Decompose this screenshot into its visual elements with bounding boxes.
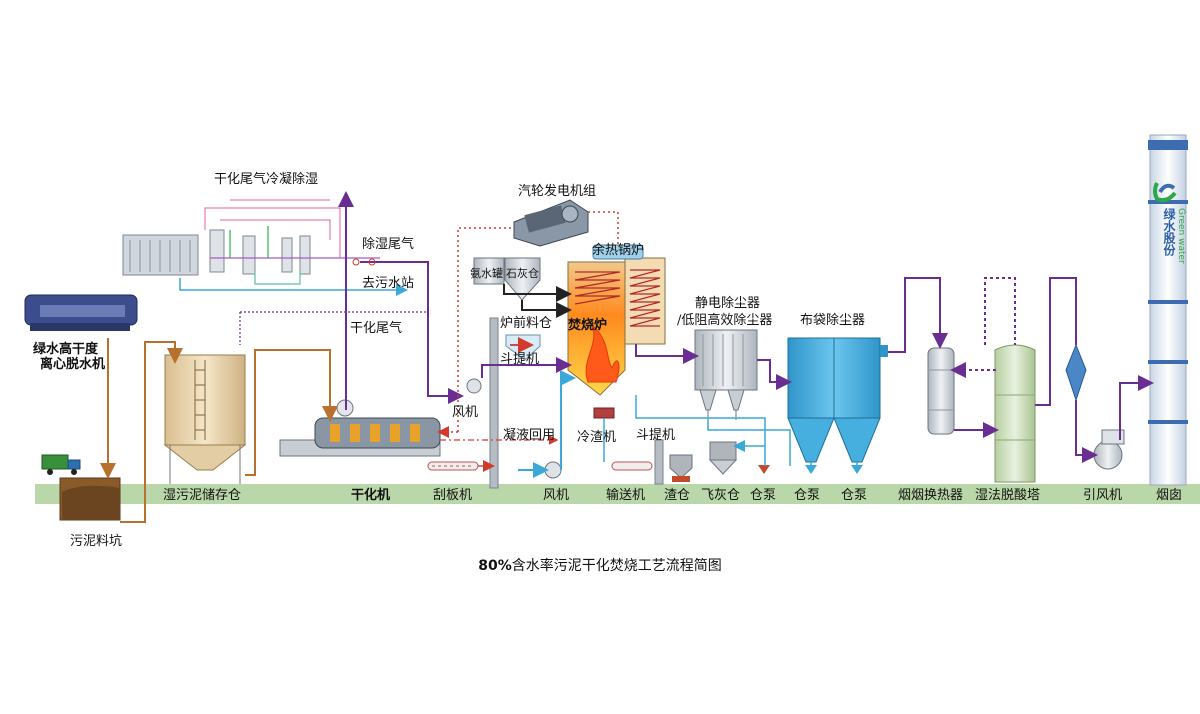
ground-label-pump-1: 仓泵 bbox=[750, 488, 777, 503]
slag-bin bbox=[669, 454, 693, 482]
pump-1 bbox=[758, 465, 770, 474]
valve-icon bbox=[368, 258, 376, 266]
sludge-pit bbox=[59, 477, 121, 521]
electrostatic-precipitator bbox=[694, 329, 758, 420]
bag-filter bbox=[787, 337, 888, 463]
ground-label-storage: 湿污泥储存仓 bbox=[163, 488, 242, 503]
air-to-furnace bbox=[560, 370, 576, 470]
label-to-sewage: 去污水站 bbox=[362, 276, 415, 291]
label-turbine: 汽轮发电机组 bbox=[518, 184, 597, 199]
caption-percent: 80% bbox=[478, 558, 512, 574]
ground-label-conveyor: 输送机 bbox=[606, 488, 646, 503]
ground-label-scrubber: 湿法脱酸塔 bbox=[975, 488, 1041, 503]
ground-label-ash-bin: 飞灰仓 bbox=[701, 488, 741, 503]
lime-silo bbox=[504, 257, 541, 301]
fan-2 bbox=[544, 461, 562, 479]
fan-1 bbox=[466, 378, 482, 394]
dehumid-gas-line bbox=[360, 261, 464, 404]
bucket-elevator-1 bbox=[489, 317, 499, 489]
scrubber-to-reheater bbox=[1035, 277, 1077, 406]
ground-label-dryer: 干化机 bbox=[351, 488, 391, 503]
label-dewater-2: 离心脱水机 bbox=[40, 357, 106, 372]
label-lime: 石灰仓 bbox=[506, 267, 539, 280]
label-boiler: 余热锅炉 bbox=[592, 243, 645, 258]
esp-to-bag bbox=[757, 359, 792, 390]
label-esp-2: /低阻高效除尘器 bbox=[677, 313, 773, 328]
pump-2 bbox=[805, 465, 817, 474]
dump-truck bbox=[41, 454, 81, 475]
ground-label-chimney: 烟囱 bbox=[1156, 488, 1183, 503]
label-bucket-elevator-1: 斗提机 bbox=[500, 352, 540, 367]
bag-to-ggh bbox=[888, 277, 948, 353]
condenser-unit bbox=[122, 199, 380, 291]
label-condense: 干化尾气冷凝除湿 bbox=[214, 172, 319, 187]
label-fan-top: 风机 bbox=[452, 405, 479, 420]
turbine-generator bbox=[513, 199, 589, 247]
ash-line-1 bbox=[635, 395, 766, 466]
reheater-to-fan bbox=[1075, 400, 1098, 463]
label-furnace-bin: 炉前料仓 bbox=[500, 316, 553, 331]
reheater-icon bbox=[1065, 343, 1087, 402]
label-ammonia: 氨水罐 bbox=[470, 267, 503, 280]
slag-cooler bbox=[593, 407, 615, 419]
ammonia-line bbox=[503, 284, 572, 302]
label-esp-1: 静电除尘器 bbox=[695, 296, 761, 311]
boiler-steam-line bbox=[588, 211, 619, 245]
ground-label-pump-3: 仓泵 bbox=[841, 488, 868, 503]
label-bucket-elevator-2: 斗提机 bbox=[636, 428, 676, 443]
lime-line bbox=[521, 300, 572, 318]
ground-label-scraper: 刮板机 bbox=[433, 488, 473, 503]
scraper-conveyor bbox=[427, 461, 479, 471]
boiler-to-esp bbox=[635, 344, 699, 364]
induced-draft-fan bbox=[1093, 429, 1125, 470]
chimney-brand-en: Green water bbox=[1176, 208, 1186, 264]
ground-label-pump-2: 仓泵 bbox=[794, 488, 821, 503]
chimney-brand-cn: 绿水股份 bbox=[1162, 208, 1176, 256]
waste-heat-boiler bbox=[592, 244, 666, 345]
caption-text: 含水率污泥干化焚烧工艺流程简图 bbox=[511, 558, 722, 574]
conveyor bbox=[611, 461, 653, 471]
label-dehumid-gas: 除湿尾气 bbox=[362, 237, 415, 252]
ground-label-slag-bin: 渣仓 bbox=[664, 488, 691, 503]
pump-3 bbox=[851, 465, 863, 474]
ground-label-ggh: 烟烟换热器 bbox=[898, 488, 964, 503]
label-dry-gas: 干化尾气 bbox=[350, 321, 403, 336]
label-furnace: 焚烧炉 bbox=[568, 318, 608, 333]
incinerator bbox=[567, 261, 626, 396]
wet-scrubber bbox=[994, 344, 1036, 483]
ground-strip bbox=[35, 484, 1200, 504]
ground-label-fan: 风机 bbox=[543, 488, 570, 503]
label-dewater-1: 绿水高干度 bbox=[33, 342, 99, 357]
label-condensate: 凝液回用 bbox=[503, 428, 556, 443]
chimney bbox=[1148, 134, 1188, 486]
scrubber-dotted-loop bbox=[984, 277, 1016, 345]
fan-to-chimney bbox=[1119, 375, 1154, 440]
fan-to-furnace bbox=[481, 357, 572, 378]
diagram-caption: 80%含水率污泥干化焚烧工艺流程简图 bbox=[0, 555, 1200, 575]
valve-icon bbox=[352, 258, 360, 266]
sludge-dryer bbox=[279, 399, 441, 457]
wet-sludge-silo bbox=[163, 354, 247, 484]
ash-line-2 bbox=[707, 420, 791, 466]
decanter-centrifuge bbox=[24, 294, 138, 331]
ammonia-tank bbox=[473, 257, 505, 285]
sludge-line-pit-silo bbox=[120, 341, 183, 523]
gas-gas-heat-exchanger bbox=[927, 347, 955, 435]
label-sludge-pit: 污泥料坑 bbox=[70, 534, 123, 549]
fly-ash-bin bbox=[708, 441, 738, 475]
label-slag-cooler: 冷渣机 bbox=[577, 430, 617, 445]
ground-label-id-fan: 引风机 bbox=[1083, 488, 1123, 503]
bucket-elevator-2 bbox=[654, 439, 664, 485]
label-bag-filter: 布袋除尘器 bbox=[800, 313, 866, 328]
steam-line bbox=[457, 227, 514, 432]
sludge-line-silo-dryer bbox=[245, 349, 338, 476]
